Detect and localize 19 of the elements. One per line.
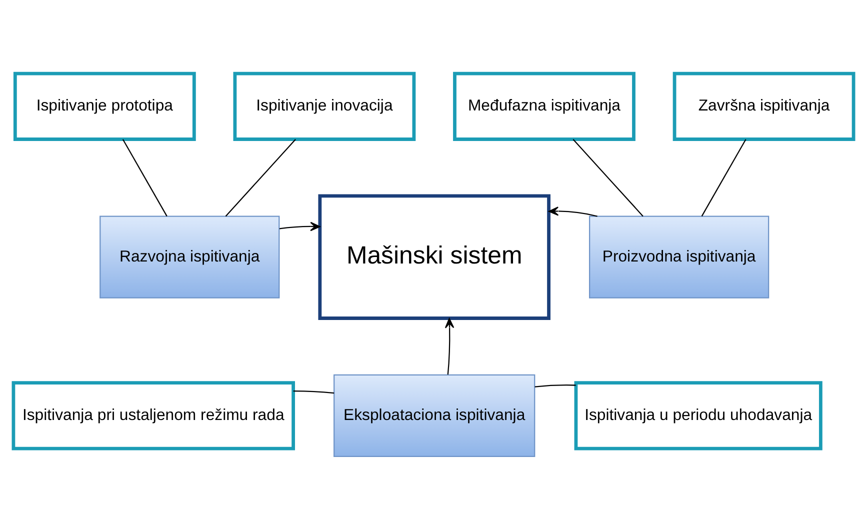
connector: [225, 138, 296, 216]
connector: [572, 138, 644, 216]
node-box: Završna ispitivanja: [672, 71, 856, 140]
node-box: Međufazna ispitivanja: [453, 71, 636, 140]
node-box: Ispitivanja pri ustaljenom režimu rada: [12, 380, 295, 450]
node-box: Ispitivanja u periodu uhodavanja: [574, 380, 822, 450]
connector: [293, 390, 334, 394]
node-box: Proizvodna ispitivanja: [589, 215, 770, 298]
node-box: Ispitivanje inovacija: [233, 71, 416, 140]
arrow: [548, 206, 598, 216]
node-box: Mašinski sistem: [318, 194, 550, 320]
connector: [122, 138, 168, 216]
node-box: Razvojna ispitivanja: [100, 215, 280, 298]
node-box: Eksploataciona ispitivanja: [334, 374, 536, 457]
node-box: Ispitivanje prototipa: [13, 71, 196, 140]
connector: [534, 384, 576, 387]
arrow: [279, 221, 320, 231]
connector: [701, 138, 746, 216]
arrow: [444, 318, 454, 374]
